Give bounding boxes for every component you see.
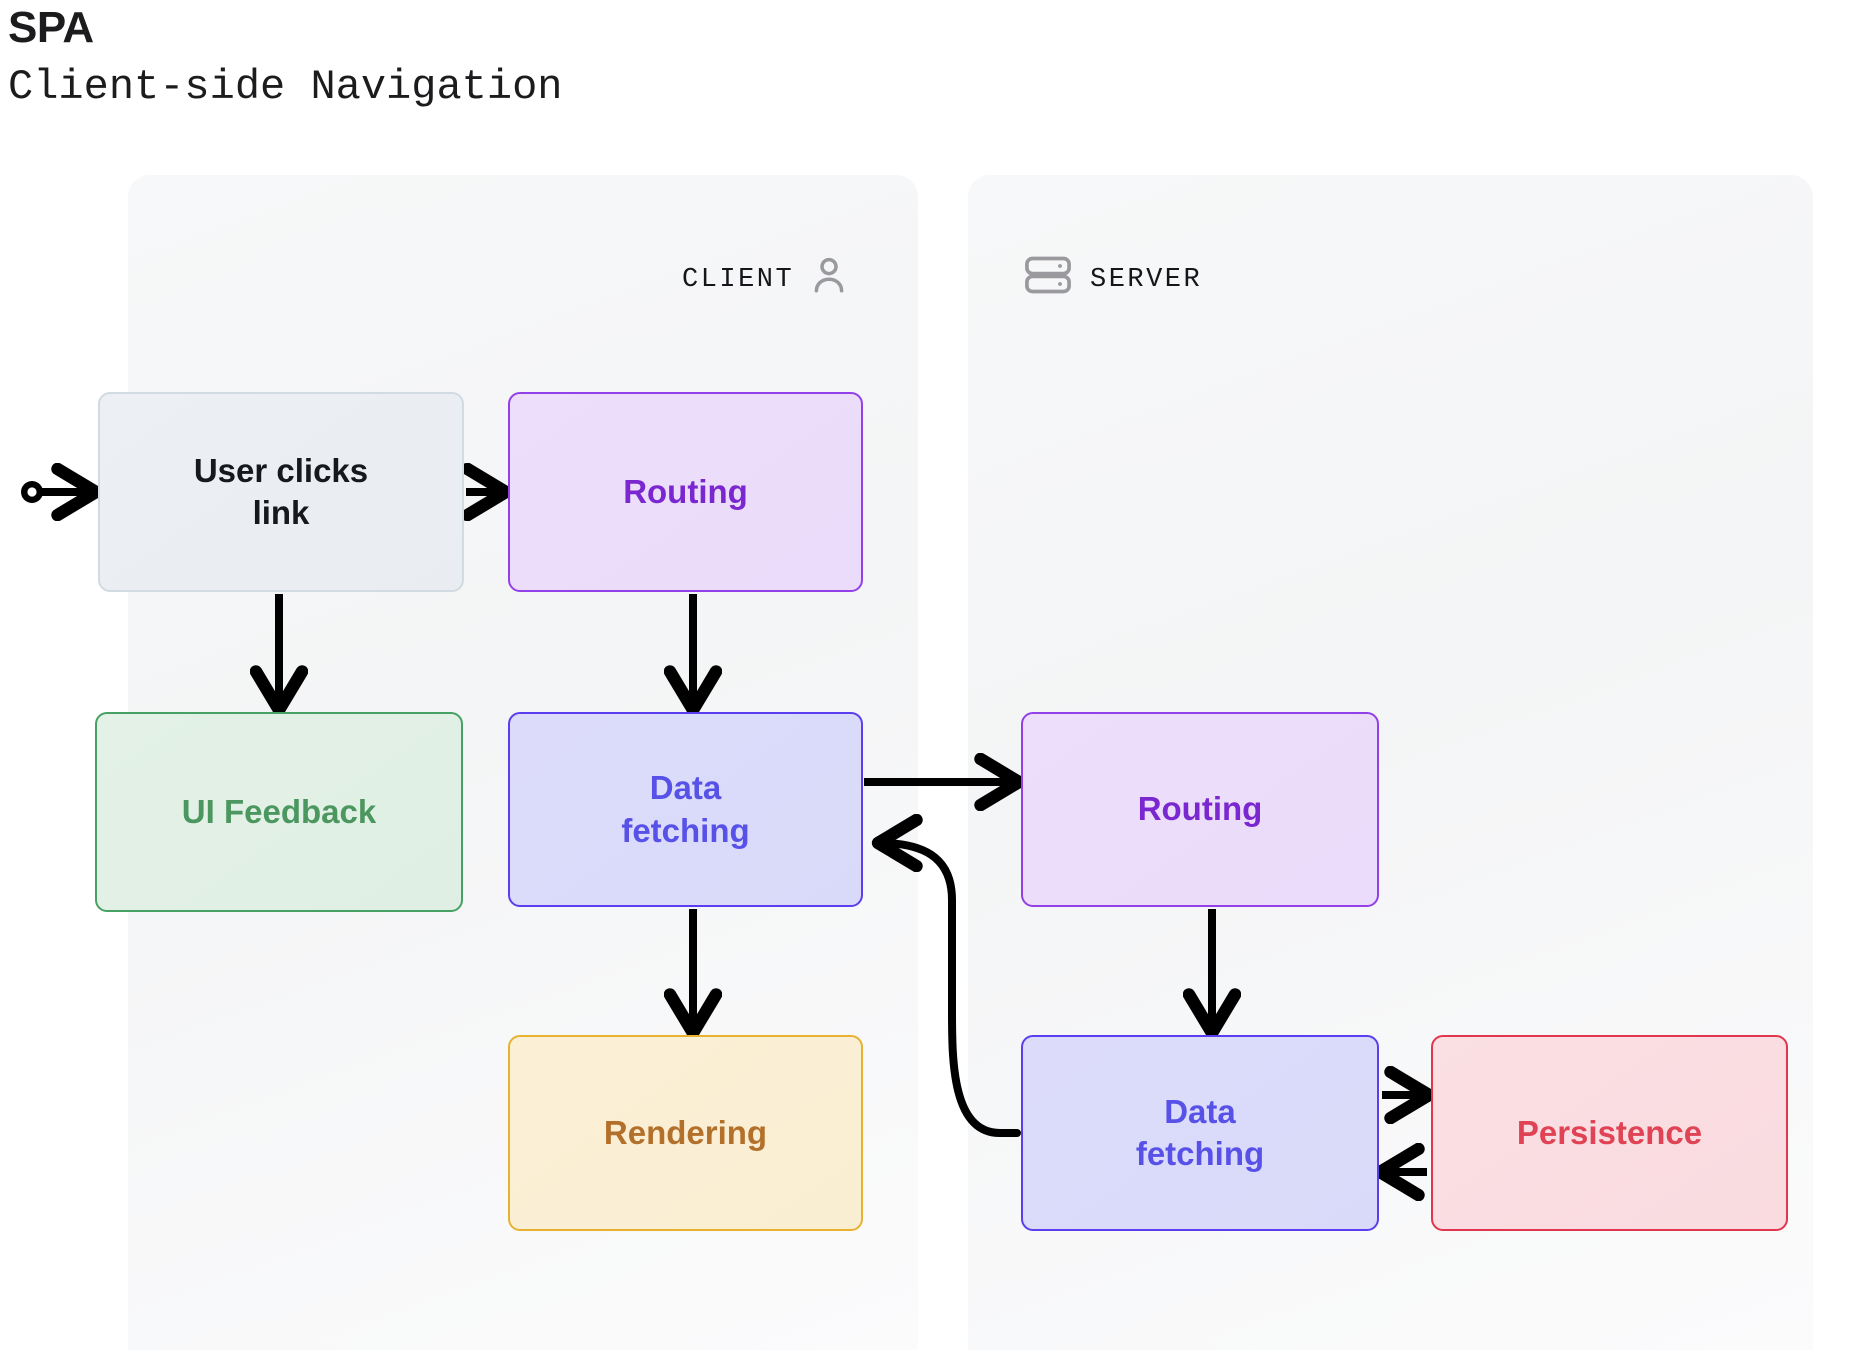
node-label: Routing [1137, 790, 1263, 828]
node-server-routing[interactable]: Routing [1021, 712, 1379, 907]
user-icon [808, 253, 850, 306]
swimlane-header-server: SERVER [1020, 253, 1202, 306]
node-label: Persistence [1516, 1113, 1703, 1151]
node-rendering[interactable]: Rendering [508, 1035, 863, 1231]
swimlane-header-client: CLIENT [682, 253, 850, 306]
node-client-routing[interactable]: Routing [508, 392, 863, 592]
swimlane-label-server: SERVER [1090, 264, 1203, 295]
node-label: UI Feedback [181, 792, 377, 830]
node-persistence[interactable]: Persistence [1431, 1035, 1788, 1231]
page-subtitle: Client-side Navigation [8, 63, 563, 111]
server-icon [1020, 253, 1076, 306]
edge-start-to-user-clicks [21, 481, 94, 503]
node-ui-feedback[interactable]: UI Feedback [95, 712, 463, 912]
page-title: SPA [8, 3, 94, 52]
node-label: Routing [623, 472, 748, 510]
node-label: Rendering [603, 1113, 768, 1151]
swimlane-label-client: CLIENT [682, 264, 795, 295]
